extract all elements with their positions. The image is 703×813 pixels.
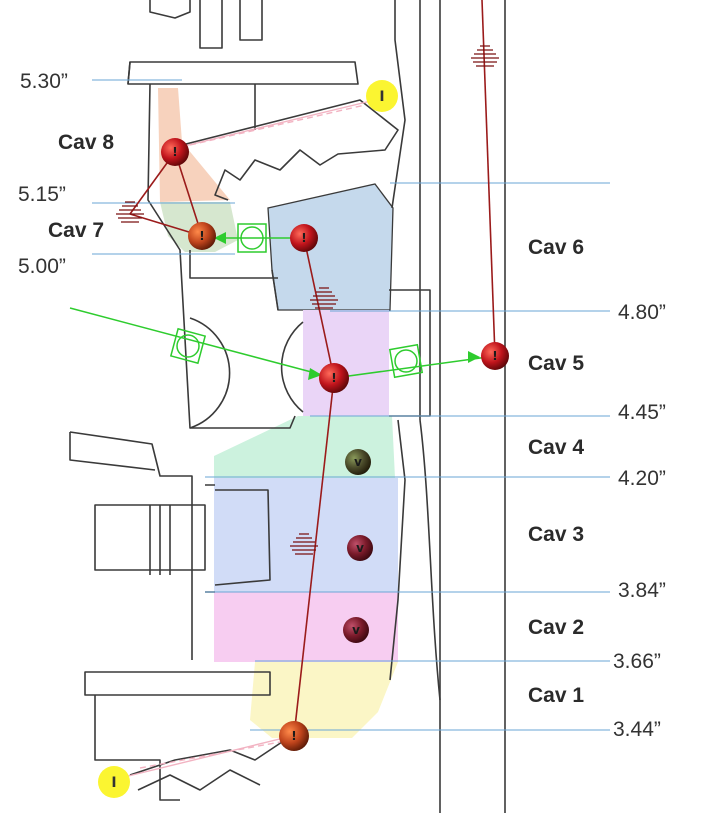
node-cav8: !: [161, 138, 189, 166]
dim-label-420: 4.20”: [618, 467, 666, 490]
green-flow-inlet: [69, 307, 335, 379]
svg-text:!: !: [172, 145, 177, 159]
node-cav1: !: [279, 721, 309, 751]
inlet-node-top: I: [366, 80, 398, 112]
svg-text:!: !: [331, 371, 336, 385]
green-arrow-mid: [308, 368, 322, 380]
cav6-label: Cav 6: [528, 236, 584, 259]
flow-main-shaft: [481, 0, 496, 357]
flow-cav8-cav7: [174, 151, 203, 237]
cav8-region: [158, 88, 230, 202]
dim-label-366: 3.66”: [613, 650, 661, 673]
green-arrow-cav5: [468, 351, 480, 363]
inlet-node-bottom: I: [98, 766, 130, 798]
green-arrow-cav7: [214, 232, 226, 244]
node-cav3-void: v: [347, 535, 373, 561]
leak-paths: [119, 99, 376, 779]
guide-lines: [92, 79, 610, 731]
lower-leak-path: [119, 735, 293, 779]
cav8-label: Cav 8: [58, 131, 114, 154]
lower-leak-path-2: [139, 741, 281, 769]
svg-text:!: !: [199, 229, 204, 243]
cav1-label: Cav 1: [528, 684, 584, 707]
dim-label-344: 3.44”: [613, 718, 661, 741]
cav7-label: Cav 7: [48, 219, 104, 242]
node-cav6: !: [290, 224, 318, 252]
cav4-label: Cav 4: [528, 436, 584, 459]
seal-outline: [69, 0, 506, 813]
dim-label-445: 4.45”: [618, 401, 666, 424]
svg-text:I: I: [111, 775, 116, 791]
green-flows: [69, 223, 496, 380]
cav6-region: [267, 183, 394, 311]
svg-text:!: !: [301, 231, 306, 245]
flow-cav5-cav1: [293, 377, 335, 737]
svg-text:!: !: [492, 349, 497, 363]
dim-label-480: 4.80”: [618, 301, 666, 324]
cav3-label: Cav 3: [528, 523, 584, 546]
spring-cav3: [290, 533, 318, 555]
node-cav5-right: !: [481, 342, 509, 370]
dim-label-530: 5.30”: [20, 70, 68, 93]
cav1-region: [250, 662, 398, 738]
dim-label-384: 3.84”: [618, 579, 666, 602]
svg-text:v: v: [352, 623, 360, 637]
green-valve-2: [388, 343, 424, 379]
green-valve-3: [237, 223, 267, 253]
dimension-labels: 5.30” 5.15” 5.00” 4.80” 4.45” 4.20” 3.84…: [18, 70, 666, 741]
cav3-region: [214, 478, 398, 592]
cavity-labels: Cav 8 Cav 7 Cav 6 Cav 5 Cav 4 Cav 3 Cav …: [48, 131, 584, 707]
upper-leak-path: [175, 99, 376, 149]
dim-label-515: 5.15”: [18, 183, 66, 206]
cav5-region: [303, 310, 389, 416]
svg-text:v: v: [356, 541, 364, 555]
nodes: I I ! ! ! ! ! v: [98, 80, 509, 798]
cav5-label: Cav 5: [528, 352, 584, 375]
spring-cav7: [116, 201, 144, 223]
svg-text:!: !: [291, 729, 296, 743]
spring-top-right: [471, 45, 499, 67]
node-cav7: !: [188, 222, 216, 250]
svg-text:I: I: [379, 89, 384, 105]
svg-text:v: v: [354, 455, 362, 469]
node-cav4-void: v: [345, 449, 371, 475]
green-valve-1: [169, 327, 207, 365]
spring-cav6: [310, 287, 338, 309]
node-cav2-void: v: [343, 617, 369, 643]
cav2-label: Cav 2: [528, 616, 584, 639]
springs: [116, 45, 499, 555]
node-cav5-center: !: [319, 363, 349, 393]
dim-label-500: 5.00”: [18, 255, 66, 278]
